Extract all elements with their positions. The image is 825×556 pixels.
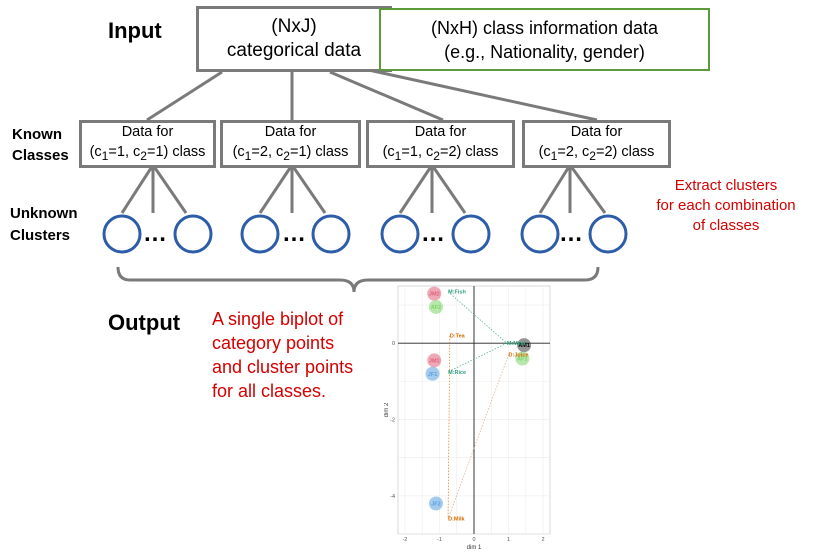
cluster-point-jm2 — [427, 286, 442, 301]
plot-link-line — [447, 291, 508, 344]
y-tick-label: -2 — [390, 418, 395, 424]
cluster-point-label: AF1 — [517, 356, 527, 362]
class-box-c1-2-c2-1: Data for (c1=2, c2=1) class — [220, 120, 361, 168]
output-desc-line3: and cluster points — [212, 357, 354, 377]
class-c1-value: 1 — [409, 144, 418, 161]
class-box-c1-1-c2-1: Data for (c1=1, c2=1) class — [79, 120, 216, 168]
cluster-ellipsis-1: … — [143, 220, 167, 247]
class-suffix: class — [465, 144, 499, 161]
cluster-point-label: JF2 — [431, 501, 440, 507]
unknown-clusters-line2: Clusters — [10, 227, 71, 244]
category-point-d-juice: D:Juice — [509, 353, 529, 359]
plot-ticks: -2 -1 0 1 2 -4 -2 0 — [390, 341, 545, 543]
x-tick-label: -2 — [402, 537, 407, 543]
y-tick-label: 0 — [392, 341, 395, 347]
class-suffix: class — [621, 144, 655, 161]
class-c2-value: 1 — [155, 144, 164, 161]
cluster-point-label: AF2 — [431, 305, 441, 311]
cluster-point-label: AM1 — [518, 343, 530, 349]
extract-note-line1: Extract clusters — [674, 177, 778, 194]
plot-link-line — [447, 342, 507, 373]
y-tick-label: -4 — [390, 494, 395, 500]
cluster-point-jf2 — [429, 496, 443, 511]
cluster-ellipsis-3: … — [421, 220, 445, 247]
class-c1-value: 2 — [259, 144, 268, 161]
cluster-point-af2 — [429, 299, 443, 314]
class-info-box: (NxH) class information data (e.g., Nati… — [379, 8, 710, 71]
class-box-spec: (c1=2, c2=1) class — [232, 144, 349, 163]
category-point-d-tea: D:Tea — [450, 334, 466, 340]
x-axis-label: dim 1 — [467, 545, 482, 551]
class-info-line1: (NxH) class information data — [430, 17, 659, 38]
class-box-title: Data for — [570, 124, 623, 141]
x-tick-label: 0 — [472, 537, 475, 543]
output-desc-line2: category points — [212, 333, 335, 353]
cluster-point-af1 — [515, 351, 530, 366]
class-box-c1-1-c2-2: Data for (c1=1, c2=2) class — [366, 120, 515, 168]
class-info-line2: (e.g., Nationality, gender) — [444, 41, 645, 62]
class-box-spec: (c1=2, c2=2) class — [538, 144, 655, 163]
unknown-clusters-label: Unknown Clusters — [10, 203, 78, 247]
category-point-m-meat: M:Meat — [507, 341, 526, 347]
category-point-m-rice: M:Rice — [448, 370, 466, 376]
category-point-m-fish: M:Fish — [448, 290, 466, 296]
class-c2-value: 2 — [604, 144, 613, 161]
input-label: Input — [108, 18, 162, 43]
cluster-point-jf1 — [425, 366, 440, 381]
extract-note-line3: of classes — [692, 217, 760, 234]
class-box-spec: (c1=1, c2=2) class — [382, 144, 499, 163]
output-description: A single biplot of category points and c… — [212, 307, 353, 403]
output-desc-line1: A single biplot of — [212, 309, 344, 329]
categorical-data-line1: (NxJ) — [271, 16, 317, 37]
cluster-point-am1 — [517, 338, 532, 353]
x-tick-label: 2 — [542, 537, 545, 543]
cluster-point-label: JM1 — [429, 358, 440, 364]
class-box-c1-2-c2-2: Data for (c1=2, c2=2) class — [522, 120, 671, 168]
x-tick-label: -1 — [437, 537, 442, 543]
class-box-title: Data for — [414, 124, 467, 141]
class-box-title: Data for — [121, 124, 174, 141]
class-box-title: Data for — [264, 124, 317, 141]
cluster-point-label: JM2 — [429, 292, 440, 298]
unknown-clusters-line1: Unknown — [10, 205, 78, 222]
known-classes-line2: Classes — [12, 147, 69, 164]
cluster-point-label: JF1 — [428, 372, 437, 378]
class-suffix: class — [315, 144, 349, 161]
plot-link-line — [447, 335, 451, 519]
known-classes-line1: Known — [12, 126, 62, 143]
class-suffix: class — [172, 144, 206, 161]
class-c1-value: 1 — [116, 144, 125, 161]
known-classes-label: Known Classes — [12, 124, 69, 166]
cluster-ellipsis-4: … — [559, 220, 583, 247]
categorical-data-line2: categorical data — [226, 40, 362, 61]
cluster-circles — [102, 214, 628, 254]
categorical-data-box: (NxJ) categorical data — [196, 6, 392, 72]
plot-link-line — [447, 354, 509, 519]
category-point-d-milk: D:Milk — [448, 517, 465, 523]
output-label: Output — [108, 310, 181, 335]
output-desc-line4: for all classes. — [212, 381, 327, 401]
class-c2-value: 2 — [448, 144, 457, 161]
class-box-spec: (c1=1, c2=1) class — [89, 144, 206, 163]
cluster-point-jm1 — [427, 353, 442, 368]
extract-note-line2: for each combination — [656, 197, 796, 214]
extract-note: Extract clusters for each combination of… — [632, 176, 820, 236]
cluster-ellipsis-2: … — [282, 220, 306, 247]
class-c2-value: 1 — [298, 144, 307, 161]
plot-links — [447, 291, 509, 519]
x-tick-label: 1 — [507, 537, 510, 543]
y-axis-label: dim 2 — [384, 402, 390, 417]
class-c1-value: 2 — [565, 144, 574, 161]
